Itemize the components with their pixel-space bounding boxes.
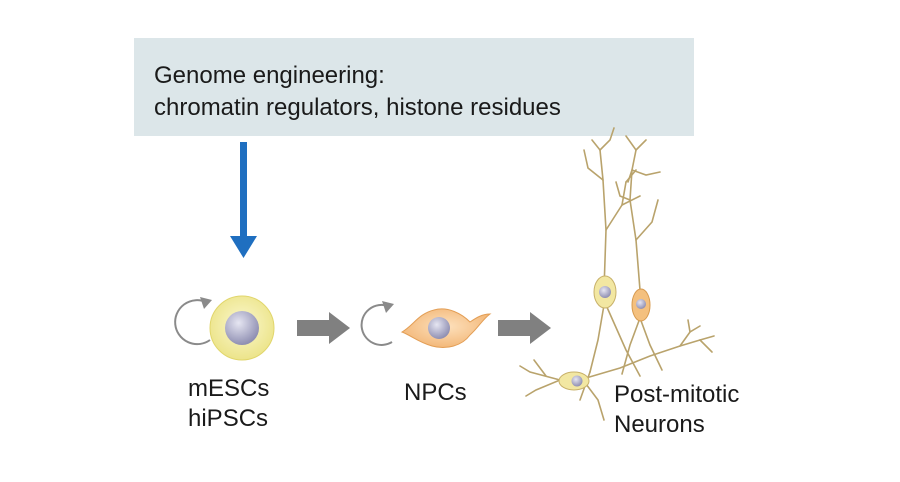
banner-title: Genome engineering: [154,62,385,89]
neuron-label-line1: Post-mitotic [614,381,740,408]
neurons-illustration-icon [519,127,715,421]
step-arrow-2-icon [498,312,551,344]
banner-subtitle: chromatin regulators, histone residues [154,94,561,121]
stem-cell-label: mESCs hiPSCs [188,374,269,434]
npc-label-line1: NPCs [404,379,467,406]
neuron-label: Post-mitotic Neurons [614,380,739,440]
genome-engineering-banner: Genome engineering: chromatin regulators… [134,38,694,136]
stem-label-line1: mESCs [188,375,270,402]
self-renewal-arrow-stem-icon [174,297,212,346]
stem-cell-icon [209,295,275,361]
npc-label: NPCs [404,378,467,408]
self-renewal-arrow-npc-icon [360,301,394,346]
npc-cell-icon [400,308,492,349]
neuron-bodies-icon [558,275,651,391]
neuron-label-line2: Neurons [614,411,705,438]
step-arrow-1-icon [297,312,350,344]
down-arrow [230,142,257,258]
stem-label-line2: hiPSCs [188,405,269,432]
